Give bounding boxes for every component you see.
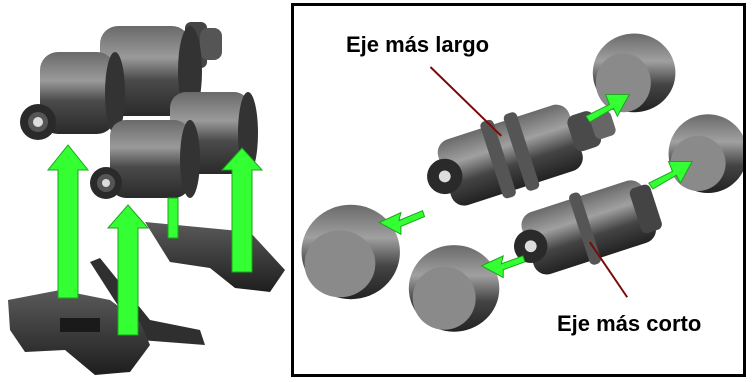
green-arrow-icon bbox=[46, 144, 90, 299]
green-arrow-icon bbox=[585, 94, 631, 123]
longer-shaft-leader-line bbox=[429, 66, 502, 137]
roller-tire bbox=[301, 204, 400, 300]
longer-shaft bbox=[427, 104, 616, 206]
roller-tire bbox=[408, 245, 500, 332]
exploded-view-illustration bbox=[301, 33, 743, 332]
shorter-shaft bbox=[514, 180, 662, 275]
shorter-shaft-label: Eje más corto bbox=[557, 311, 702, 336]
upper-roller-assembly bbox=[20, 22, 222, 140]
exploded-view-panel: Eje más largo Eje más corto bbox=[291, 3, 746, 377]
roller-assembly-illustration bbox=[8, 22, 285, 375]
roller-tire bbox=[668, 114, 743, 193]
green-arrow-icon bbox=[378, 210, 426, 236]
gear-icon bbox=[90, 167, 122, 199]
green-arrow-icon bbox=[480, 255, 526, 279]
gear-icon bbox=[20, 104, 56, 140]
longer-shaft-label: Eje más largo bbox=[346, 32, 490, 57]
roller-tire bbox=[592, 33, 676, 113]
lower-roller-assembly bbox=[90, 92, 258, 199]
green-arrow-icon bbox=[648, 160, 693, 190]
green-arrow-icon bbox=[220, 147, 264, 273]
green-arrow-icon bbox=[167, 197, 179, 239]
front-roller-holder bbox=[8, 290, 150, 375]
green-arrow-icon bbox=[106, 204, 150, 336]
shorter-shaft-leader-line bbox=[589, 241, 629, 298]
